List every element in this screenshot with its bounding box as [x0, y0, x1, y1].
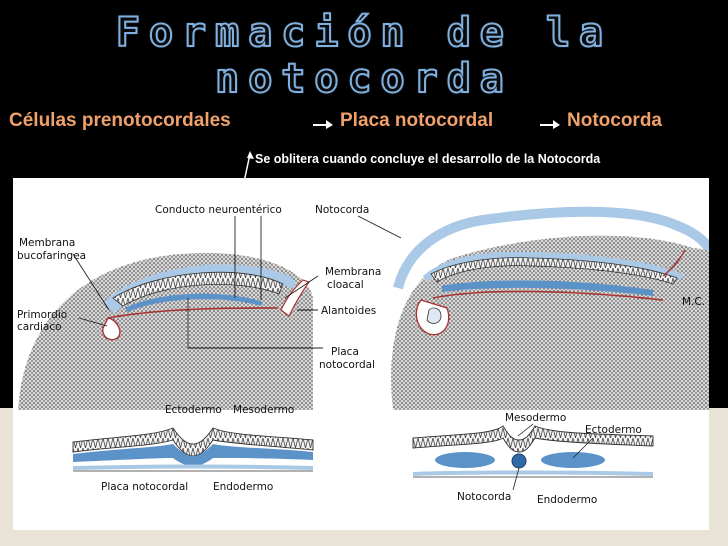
label-cardiac-primordium-1: Primordio: [17, 309, 68, 321]
label-cloacal-membrane-2: cloacal: [327, 279, 364, 291]
embryo-diagram-drawing: [18, 206, 709, 491]
pointer-arrow-icon: [243, 151, 254, 183]
label-ectoderm-right: Ectodermo: [585, 424, 642, 436]
label-mesoderm-right: Mesodermo: [505, 412, 567, 424]
label-endoderm-left: Endodermo: [213, 481, 274, 493]
embryo-diagram: Conducto neuroentérico Notocorda Membran…: [13, 178, 709, 530]
label-ectoderm-left: Ectodermo: [165, 404, 222, 416]
label-buccopharyngeal-membrane-2: bucofaringea: [17, 250, 87, 262]
slide-title: Formación de la notocorda: [115, 9, 613, 103]
flow-step-notochordal-plate: Placa notocordal: [340, 110, 494, 131]
label-mc: M.C.: [682, 296, 706, 308]
label-buccopharyngeal-membrane-1: Membrana: [19, 237, 76, 249]
flow-step-notochord: Notocorda: [567, 110, 662, 131]
obliteration-note: Se oblitera cuando concluye el desarroll…: [255, 152, 601, 166]
label-allantois: Alantoides: [321, 305, 377, 317]
right-arrow-icon: [540, 120, 560, 129]
embryo-left: [18, 252, 313, 410]
label-cardiac-primordium-2: cardiaco: [17, 321, 62, 333]
label-neurenteric-canal: Conducto neuroentérico: [155, 204, 282, 216]
cross-section-left: [72, 427, 314, 472]
label-mesoderm-left: Mesodermo: [233, 404, 295, 416]
label-notochord-bottom: Notocorda: [457, 491, 512, 503]
cross-section-right: [412, 423, 654, 491]
label-notochordal-plate-2: notocordal: [319, 359, 375, 371]
label-notochord-top: Notocorda: [315, 204, 370, 216]
label-leaders: [72, 215, 402, 349]
label-cloacal-membrane-1: Membrana: [325, 266, 382, 278]
label-notochordal-plate-1: Placa: [331, 346, 359, 358]
embryo-right: [391, 206, 709, 410]
label-notochordal-plate-bottom: Placa notocordal: [101, 481, 189, 493]
flow-step-prenotochordal-cells: Células prenotocordales: [9, 110, 231, 131]
right-arrow-icon: [313, 120, 333, 129]
label-endoderm-right: Endodermo: [537, 494, 598, 506]
